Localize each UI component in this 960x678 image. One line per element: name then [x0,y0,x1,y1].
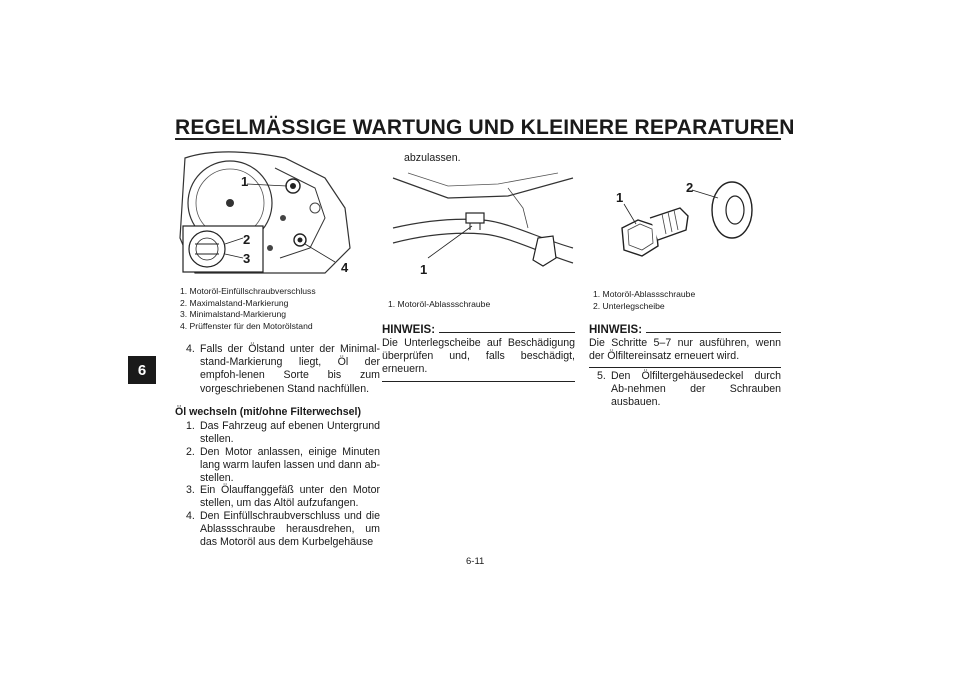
list-item: 4. Falls der Ölstand unter der Minimal-s… [186,343,380,396]
note-text: Die Unterlegscheibe auf Beschädigung übe… [382,337,575,376]
note-end-rule [589,367,781,369]
list-item: 1. Das Fahrzeug auf ebenen Untergrund st… [186,420,380,446]
step-text: Den Ölfiltergehäusedeckel durch Ab-nehme… [611,370,781,409]
hinweis-note: HINWEIS: Die Schritte 5–7 nur ausführen,… [589,324,781,369]
step-number: 5. [597,370,606,382]
step-text: Falls der Ölstand unter der Minimal-stan… [200,343,380,395]
figure-label: 1 [420,262,428,277]
figure-label: 4 [341,260,349,275]
note-rule [439,332,575,333]
note-rule [646,332,781,333]
note-heading: HINWEIS: [382,324,575,336]
figure-caption-list: 1. Motoröl-Ablassschraube 2. Unterlegsch… [593,289,783,312]
list-item: 4. Den Einfüllschraubverschluss und die … [186,510,380,550]
figure-label: 2 [243,232,251,247]
figure-label: 1 [616,190,624,205]
note-end-rule [382,380,575,382]
drain-bolt-washer-figure: 1 2 [600,168,770,272]
caption-item: 1. Motoröl-Ablassschraube [593,289,696,299]
drain-bolt-figure: 1 [388,168,578,284]
list-item: 2. Den Motor anlassen, einige Minuten la… [186,446,380,486]
step-text: Das Fahrzeug auf ebenen Untergrund stell… [200,420,380,446]
caption-item: 1. Motoröl-Einfüllschraubverschluss [180,286,316,296]
caption-item: 2. Maximalstand-Markierung [180,297,289,308]
list-item: 3. Ein Ölauffanggefäß unter den Motor st… [186,484,380,510]
engine-oil-level-figure: 1 2 3 4 [175,148,375,276]
section-heading: Öl wechseln (mit/ohne Filterwechsel) [175,406,362,418]
note-heading: HINWEIS: [589,324,781,336]
caption-item: 3. Minimalstand-Markierung [180,309,287,320]
continuation-text: abzulassen. [404,152,461,164]
figure-caption-list: 1. Motoröl-Einfüllschraubverschluss 2. M… [180,286,380,332]
step-number: 4. [186,510,195,522]
step-text: Den Einfüllschraubverschluss und die Abl… [200,510,380,549]
step-number: 3. [186,484,195,496]
figure-caption-list: 1. Motoröl-Ablassschraube [388,299,578,311]
step-number: 4. [186,343,195,355]
caption-item: 4. Prüffenster für den Motorölstand [180,320,313,331]
note-label: HINWEIS: [589,324,643,336]
figure-label: 2 [686,180,694,195]
page-title: REGELMÄSSIGE WARTUNG UND KLEINERE REPARA… [175,116,795,139]
figure-label: 3 [243,251,251,266]
hinweis-note: HINWEIS: Die Unterlegscheibe auf Beschäd… [382,324,575,382]
figure-label: 1 [241,174,249,189]
header-rule [175,138,781,140]
list-item: 5. Den Ölfiltergehäusedeckel durch Ab-ne… [597,370,781,410]
step-number: 1. [186,420,195,432]
caption-item: 1. Motoröl-Ablassschraube [388,299,491,309]
note-text: Die Schritte 5–7 nur ausführen, wenn der… [589,337,781,363]
chapter-tab: 6 [128,356,156,384]
note-label: HINWEIS: [382,324,436,336]
caption-item: 2. Unterlegscheibe [593,300,665,311]
step-text: Den Motor anlassen, einige Minuten lang … [200,446,380,485]
step-number: 2. [186,446,195,458]
page-number: 6-11 [466,556,485,567]
step-text: Ein Ölauffanggefäß unter den Motor stell… [200,484,380,510]
